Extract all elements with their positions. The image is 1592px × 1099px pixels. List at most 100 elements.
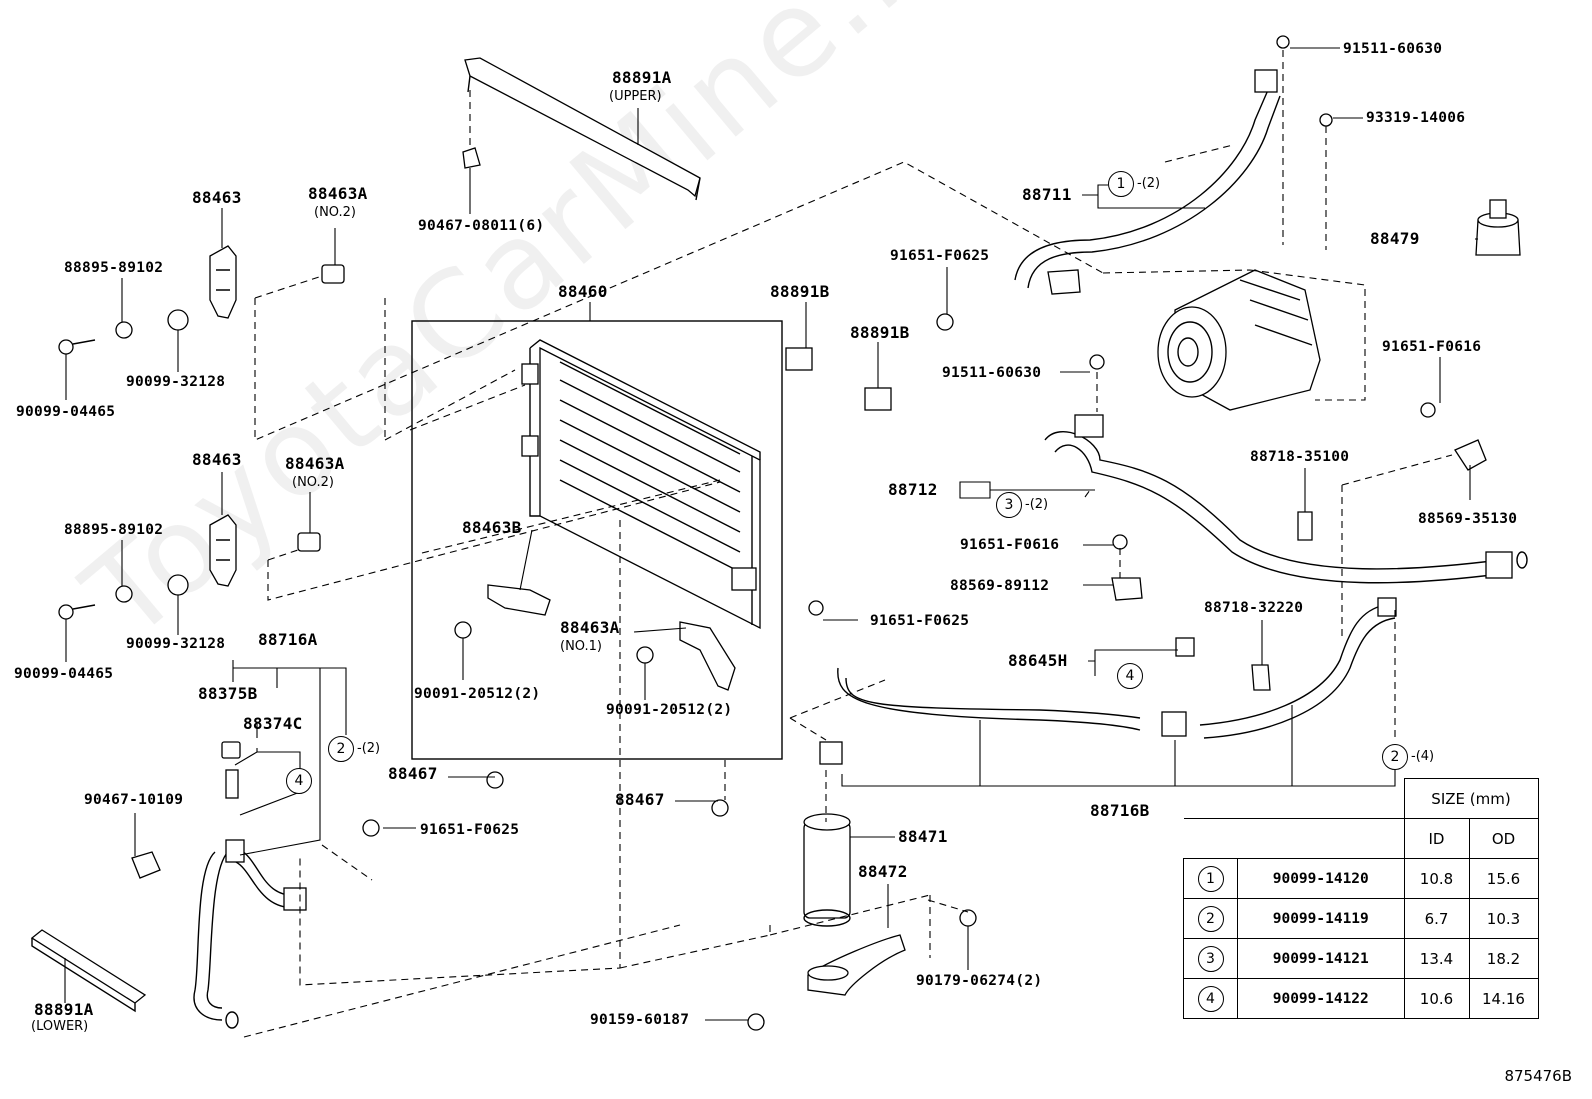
size-row-od: 10.3 xyxy=(1468,898,1539,939)
label-88463A-top: 88463A xyxy=(308,184,368,203)
table-row: 2 90099-14119 6.7 10.3 xyxy=(1183,898,1539,939)
size-row-mark: 3 xyxy=(1197,945,1224,972)
label-90467-10109: 90467-10109 xyxy=(84,792,184,808)
label-88891A-lower: 88891A xyxy=(34,1000,94,1019)
callout-qty-88716B: -(4) xyxy=(1411,749,1435,764)
label-88645H: 88645H xyxy=(1008,651,1068,670)
drawing-code: 875476B xyxy=(1504,1067,1572,1085)
label-88467-right: 88467 xyxy=(615,790,665,809)
size-row-od: 14.16 xyxy=(1468,978,1539,1019)
hose-88712 xyxy=(1044,414,1528,584)
callout-circle-88374C: 4 xyxy=(286,768,312,794)
label-88711: 88711 xyxy=(1022,185,1072,204)
label-90099-32128-top: 90099-32128 xyxy=(126,374,226,390)
label-88569-89112: 88569-89112 xyxy=(950,578,1050,594)
label-88718-35100: 88718-35100 xyxy=(1250,449,1350,465)
hose-88716A xyxy=(193,741,307,1029)
label-90179-06274: 90179-06274(2) xyxy=(916,973,1043,989)
label-90091-20512-right: 90091-20512(2) xyxy=(606,702,733,718)
callout-circle-88711: 1 xyxy=(1108,171,1134,197)
label-88716B: 88716B xyxy=(1090,801,1150,820)
label-88891A-lower-note: (LOWER) xyxy=(31,1019,89,1034)
table-row: 3 90099-14121 13.4 18.2 xyxy=(1183,938,1539,979)
condenser-frame-box xyxy=(411,320,783,760)
label-88467-left: 88467 xyxy=(388,764,438,783)
size-row-id: 10.6 xyxy=(1403,978,1470,1019)
label-88463-mid: 88463 xyxy=(192,450,242,469)
label-90467-08011: 90467-08011(6) xyxy=(418,218,545,234)
part-88479 xyxy=(1475,199,1521,256)
size-row-od: 15.6 xyxy=(1468,858,1539,899)
label-88891A-upper: 88891A xyxy=(612,68,672,87)
lower-support-bar xyxy=(30,929,147,1013)
label-90159-60187: 90159-60187 xyxy=(590,1012,690,1028)
size-row-part: 90099-14121 xyxy=(1237,938,1405,979)
callout-qty-88711: -(2) xyxy=(1137,176,1161,191)
label-90091-20512-left: 90091-20512(2) xyxy=(414,686,541,702)
callout-qty-88712: -(2) xyxy=(1025,497,1049,512)
size-table-header: SIZE (mm) xyxy=(1403,778,1539,819)
label-88712: 88712 xyxy=(888,480,938,499)
size-table-col-id: ID xyxy=(1403,818,1470,859)
size-row-part: 90099-14122 xyxy=(1237,978,1405,1019)
size-row-part: 90099-14119 xyxy=(1237,898,1405,939)
label-91651-F0625-top: 91651-F0625 xyxy=(890,248,990,264)
size-row-id: 10.8 xyxy=(1403,858,1470,899)
label-88472: 88472 xyxy=(858,862,908,881)
size-row-mark: 1 xyxy=(1197,865,1224,892)
callout-circle-88716A: 2 xyxy=(328,736,354,762)
label-91651-F0616-right: 91651-F0616 xyxy=(1382,339,1482,355)
label-91511-60630-top: 91511-60630 xyxy=(1343,41,1443,57)
label-88891B-a: 88891B xyxy=(770,282,830,301)
callout-circle-88712: 3 xyxy=(996,492,1022,518)
size-row-mark: 4 xyxy=(1197,985,1224,1012)
label-88895-89102-top: 88895-89102 xyxy=(64,260,164,276)
compressor xyxy=(1157,269,1321,411)
label-88718-32220: 88718-32220 xyxy=(1204,600,1304,616)
label-88463A-no1-note: (NO.1) xyxy=(560,639,602,654)
label-91651-F0625-left: 91651-F0625 xyxy=(420,822,520,838)
label-88460: 88460 xyxy=(558,282,608,301)
size-table: SIZE (mm) ID OD 1 90099-14120 10.8 15.6 … xyxy=(1183,778,1539,1019)
hose-88711 xyxy=(1014,69,1281,295)
label-93319-14006: 93319-14006 xyxy=(1366,110,1466,126)
label-88895-89102-mid: 88895-89102 xyxy=(64,522,164,538)
size-row-od: 18.2 xyxy=(1468,938,1539,979)
label-88463A-top-note: (NO.2) xyxy=(314,205,356,220)
size-row-part: 90099-14120 xyxy=(1237,858,1405,899)
label-88891A-upper-note: (UPPER) xyxy=(609,89,662,104)
label-91511-60630-mid: 91511-60630 xyxy=(942,365,1042,381)
table-row: 4 90099-14122 10.6 14.16 xyxy=(1183,978,1539,1019)
upper-support-bar xyxy=(464,57,701,201)
size-table-col-od: OD xyxy=(1468,818,1539,859)
label-88471: 88471 xyxy=(898,827,948,846)
tube-88716B xyxy=(819,597,1397,787)
label-88374C: 88374C xyxy=(243,714,303,733)
label-88716A: 88716A xyxy=(258,630,318,649)
label-88569-35130: 88569-35130 xyxy=(1418,511,1518,527)
label-88891B-b: 88891B xyxy=(850,323,910,342)
label-88479: 88479 xyxy=(1370,229,1420,248)
callout-qty-88716A: -(2) xyxy=(357,741,381,756)
size-row-id: 6.7 xyxy=(1403,898,1470,939)
label-88463A-mid: 88463A xyxy=(285,454,345,473)
label-91651-F0625-mid: 91651-F0625 xyxy=(870,613,970,629)
size-row-mark: 2 xyxy=(1197,905,1224,932)
label-91651-F0616-mid: 91651-F0616 xyxy=(960,537,1060,553)
label-88463A-no1: 88463A xyxy=(560,618,620,637)
clip-88463A-mid xyxy=(297,532,321,552)
bracket-88463-mid xyxy=(209,514,237,587)
label-88463-top: 88463 xyxy=(192,188,242,207)
label-88463A-mid-note: (NO.2) xyxy=(292,475,334,490)
table-row: 1 90099-14120 10.8 15.6 xyxy=(1183,858,1539,899)
label-88375B: 88375B xyxy=(198,684,258,703)
condenser-core xyxy=(521,339,761,630)
label-88463B: 88463B xyxy=(462,518,522,537)
label-90099-04465-top: 90099-04465 xyxy=(16,404,116,420)
callout-circle-88645H: 4 xyxy=(1117,663,1143,689)
callout-circle-88716B: 2 xyxy=(1382,744,1408,770)
receiver-drier-88471 xyxy=(803,813,851,927)
size-row-id: 13.4 xyxy=(1403,938,1470,979)
label-90099-04465-mid: 90099-04465 xyxy=(14,666,114,682)
